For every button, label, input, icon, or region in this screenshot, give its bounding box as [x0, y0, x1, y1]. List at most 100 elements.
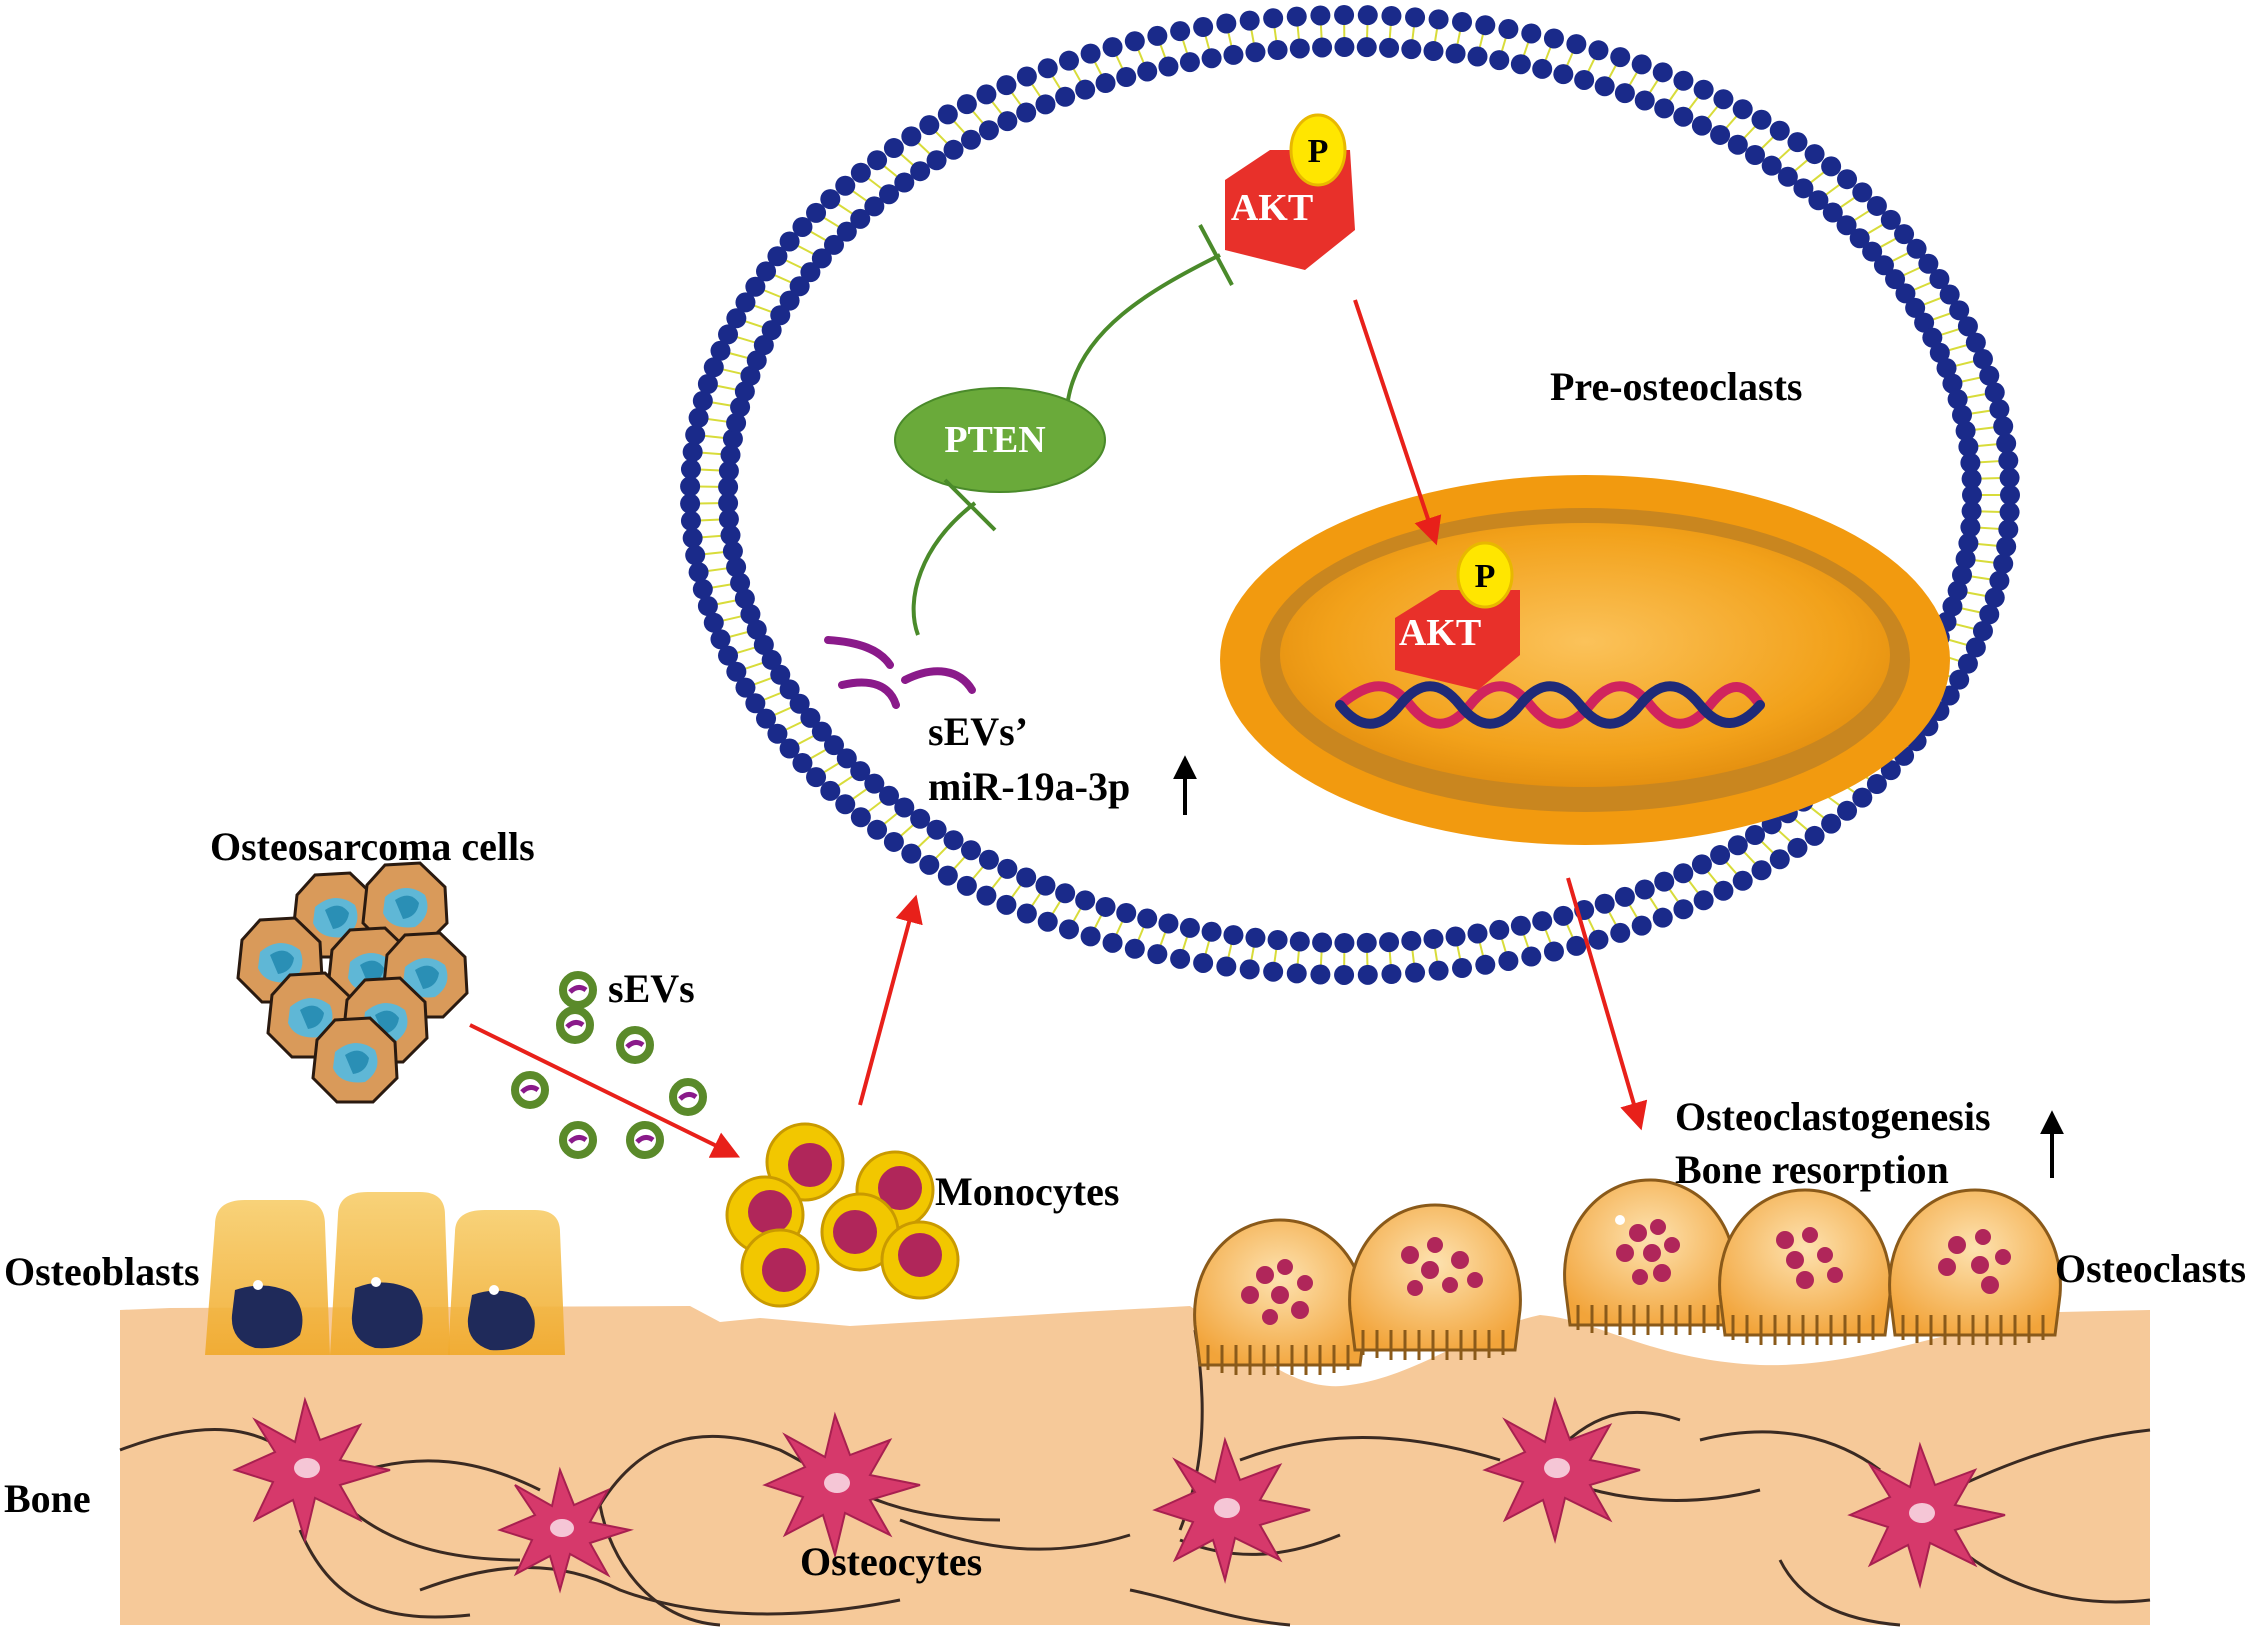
lipid-head: [756, 261, 777, 282]
lipid-head: [1972, 349, 1993, 370]
lipid-head: [1289, 931, 1310, 952]
sevs-vesicles: [511, 971, 707, 1159]
lipid-head: [937, 865, 958, 886]
lipid-head: [1989, 570, 2010, 591]
osteoblasts-label: Osteoblasts: [4, 1249, 200, 1294]
lipid-head: [1905, 297, 1926, 318]
lipid-head: [1610, 47, 1631, 68]
lipid-head: [745, 276, 766, 297]
lipid-head: [1401, 930, 1422, 951]
lipid-head: [1428, 9, 1449, 30]
phospho-nucleus-label: P: [1475, 558, 1496, 595]
lipid-head: [1979, 604, 2000, 625]
lipid-head: [1037, 911, 1058, 932]
osteoclast-cell: [1563, 1178, 1737, 1335]
lipid-head: [1428, 960, 1449, 981]
lipid-head: [1566, 935, 1587, 956]
lipid-head: [1952, 405, 1973, 426]
lipid-head: [901, 843, 922, 864]
lipid-head: [1543, 28, 1564, 49]
lipid-head: [835, 794, 856, 815]
monocyte-cell: [765, 1122, 845, 1202]
lipid-head: [745, 693, 766, 714]
lipid-head: [1095, 896, 1116, 917]
lipid-head: [978, 120, 999, 141]
lipid-head: [726, 661, 747, 682]
lipid-head: [1691, 854, 1712, 875]
lipid-head: [1312, 37, 1333, 58]
lipid-head: [811, 721, 832, 742]
lipid-head: [1058, 50, 1079, 71]
osteoblast-cell: [205, 1200, 330, 1355]
lipid-head: [697, 373, 718, 394]
lipid-head: [811, 248, 832, 269]
lipid-head: [1993, 416, 2014, 437]
lipid-head: [767, 246, 788, 267]
lipid-head: [1467, 923, 1488, 944]
monocytes: [725, 1122, 960, 1308]
lipid-head: [740, 604, 761, 625]
pre-osteoclast-membrane: [680, 5, 2020, 985]
lipid-head: [779, 679, 800, 700]
lipid-head: [1245, 42, 1266, 63]
lipid-head: [1960, 517, 1981, 538]
akt-nucleus: AKT P: [1395, 541, 1520, 690]
lipid-head: [1137, 908, 1158, 929]
lipid-head: [943, 139, 964, 160]
lipid-head: [1769, 849, 1790, 870]
lipid-head: [680, 493, 701, 514]
lipid-head: [746, 350, 767, 371]
lipid-head: [1423, 41, 1444, 62]
osteocyte-cell: [232, 1396, 391, 1544]
lipid-head: [960, 129, 981, 150]
lipid-head: [836, 748, 857, 769]
sevs-mirna-label-line2: miR-19a-3p: [928, 764, 1130, 809]
lipid-head: [1631, 54, 1652, 75]
lipid-head: [996, 75, 1017, 96]
lipid-head: [1998, 519, 2019, 540]
osteoclasts-label: Osteoclasts: [2055, 1246, 2246, 1291]
lipid-head: [710, 629, 731, 650]
lipid-head: [956, 94, 977, 115]
lipid-head: [1147, 944, 1168, 965]
lipid-head: [879, 184, 900, 205]
monocyte-cell: [740, 1228, 820, 1308]
lipid-head: [1239, 959, 1260, 980]
lipid-head: [685, 545, 706, 566]
lipid-head: [1521, 946, 1542, 967]
lipid-head: [1553, 64, 1574, 85]
lipid-head: [1673, 899, 1694, 920]
lipid-head: [1691, 115, 1712, 136]
lipid-head: [1634, 879, 1655, 900]
osteoclast-cell: [1718, 1188, 1892, 1345]
lipid-head: [1452, 11, 1473, 32]
lipid-head: [789, 276, 810, 297]
lipid-head: [1223, 925, 1244, 946]
lipid-head: [1852, 182, 1873, 203]
lipid-head: [867, 819, 888, 840]
lipid-head: [1837, 800, 1858, 821]
lipid-head: [1102, 37, 1123, 58]
lipid-head: [919, 115, 940, 136]
lipid-head: [1158, 56, 1179, 77]
lipid-head: [1713, 89, 1734, 110]
lipid-head: [779, 738, 800, 759]
lipid-head: [1804, 144, 1825, 165]
lipid-head: [1147, 25, 1168, 46]
lipid-head: [978, 849, 999, 870]
lipid-head: [823, 234, 844, 255]
lipid-head: [1947, 389, 1968, 410]
inhibition-pten-akt: [1066, 224, 1234, 401]
lipid-head: [740, 365, 761, 386]
lipid-head: [1984, 587, 2005, 608]
lipid-head: [1055, 86, 1076, 107]
osteoclast-cell: [1348, 1203, 1522, 1360]
lipid-head: [2000, 485, 2020, 505]
lipid-head: [1949, 669, 1970, 690]
lipid-head: [720, 525, 741, 546]
lipid-head: [1634, 90, 1655, 111]
osteocytes-label: Osteocytes: [800, 1539, 982, 1584]
lipid-head: [1170, 21, 1191, 42]
lipid-head: [726, 557, 747, 578]
osteoclasts: [1193, 1178, 2062, 1375]
